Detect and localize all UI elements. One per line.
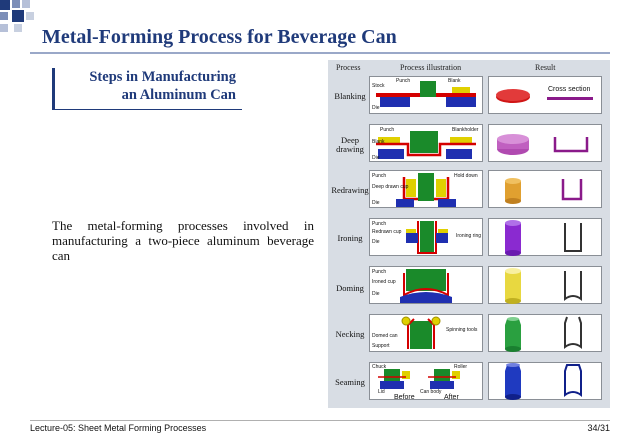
part-roller: Roller	[454, 364, 468, 370]
part-ironing-ring: Ironing ring	[456, 233, 482, 239]
part-chuck: Chuck	[372, 364, 387, 370]
part-blank: Blank	[372, 139, 385, 145]
part-punch: Punch	[396, 78, 411, 84]
step-label-redrawing: Redrawing	[331, 185, 369, 195]
illustration-redrawing: Punch Hold down Deep drawn cup Die	[369, 170, 483, 208]
part-deep-drawn-cup: Deep drawn cup	[372, 184, 409, 190]
necked-can-result	[505, 316, 582, 352]
part-support: Support	[372, 343, 390, 349]
steps-heading-line2: an Aluminum Can	[121, 87, 236, 103]
col-header-result: Result	[535, 63, 556, 72]
part-die: Die	[372, 291, 380, 297]
step-label-seaming: Seaming	[335, 377, 365, 387]
part-blankholder: Blankholder	[452, 127, 479, 133]
illustration-blanking: Stock Punch Blank Die	[369, 76, 483, 114]
slide-title: Metal-Forming Process for Beverage Can	[42, 26, 397, 48]
footer-lecture-title: Lecture-05: Sheet Metal Forming Processe…	[30, 423, 207, 433]
part-spinning-tools: Spinning tools	[446, 327, 478, 333]
part-die: Die	[372, 239, 380, 245]
domed-can-result	[505, 268, 582, 304]
blanking-diagram	[376, 81, 476, 107]
illustration-doming: Punch Ironed cup Die	[369, 266, 483, 304]
result-blanking	[488, 76, 602, 114]
seaming-diagram	[378, 369, 460, 389]
result-seaming	[488, 362, 602, 400]
illustration-necking: Spinning tools Domed can Support	[369, 314, 483, 352]
result-ironing	[488, 218, 602, 256]
result-redrawing	[488, 170, 602, 208]
redrawing-diagram	[396, 173, 456, 207]
part-punch: Punch	[372, 221, 387, 227]
illustration-ironing: Punch Redrawn cup Ironing ring Die	[369, 218, 483, 256]
redrawn-cup-result	[505, 178, 583, 204]
result-deep-drawing	[488, 124, 602, 162]
footer-divider	[30, 420, 610, 421]
part-die: Die	[372, 155, 380, 161]
part-punch: Punch	[380, 127, 395, 133]
step-label-deep-drawing: Deep drawing	[336, 135, 364, 154]
cross-section-label: Cross section	[548, 86, 591, 93]
result-necking	[488, 314, 602, 352]
label-after: After	[444, 394, 459, 401]
part-domed-can: Domed can	[372, 333, 398, 339]
part-punch: Punch	[372, 269, 387, 275]
result-doming	[488, 266, 602, 304]
col-header-illustration: Process illustration	[400, 63, 462, 72]
part-die: Die	[372, 105, 380, 111]
part-ironed-cup: Ironed cup	[372, 279, 396, 285]
part-lid: Lid	[378, 389, 385, 395]
label-before: Before	[394, 394, 415, 401]
steps-heading-line1: Steps in Manufacturing	[89, 69, 236, 85]
deep-drawing-diagram	[376, 131, 476, 159]
necking-diagram	[401, 316, 441, 349]
part-punch: Punch	[372, 173, 387, 179]
seamed-can-result	[505, 363, 582, 400]
part-blank: Blank	[448, 78, 461, 84]
description-text: The metal-forming processes involved in …	[52, 218, 314, 263]
part-hold-down: Hold down	[454, 173, 478, 179]
part-die: Die	[372, 200, 380, 206]
blank-disc-result	[496, 89, 593, 103]
step-label-blanking: Blanking	[334, 91, 366, 101]
footer-page-number: 34/31	[587, 423, 610, 433]
title-underline	[30, 52, 610, 54]
part-stock: Stock	[372, 83, 385, 89]
cup-result	[497, 134, 589, 155]
step-label-ironing: Ironing	[337, 233, 363, 243]
ironed-can-result	[505, 220, 582, 256]
doming-diagram	[400, 269, 452, 303]
col-header-process: Process	[336, 63, 361, 72]
part-redrawn-cup: Redrawn cup	[372, 229, 402, 235]
part-can-body: Can body	[420, 389, 442, 395]
illustration-seaming: Chuck Roller Lid Can body Before After	[369, 362, 483, 401]
step-label-necking: Necking	[335, 329, 365, 339]
steps-heading: Steps in Manufacturing an Aluminum Can	[52, 68, 242, 110]
ironing-diagram	[406, 221, 448, 254]
illustration-deep-drawing: Punch Blankholder Blank Die	[369, 124, 483, 162]
step-label-doming: Doming	[336, 283, 364, 293]
